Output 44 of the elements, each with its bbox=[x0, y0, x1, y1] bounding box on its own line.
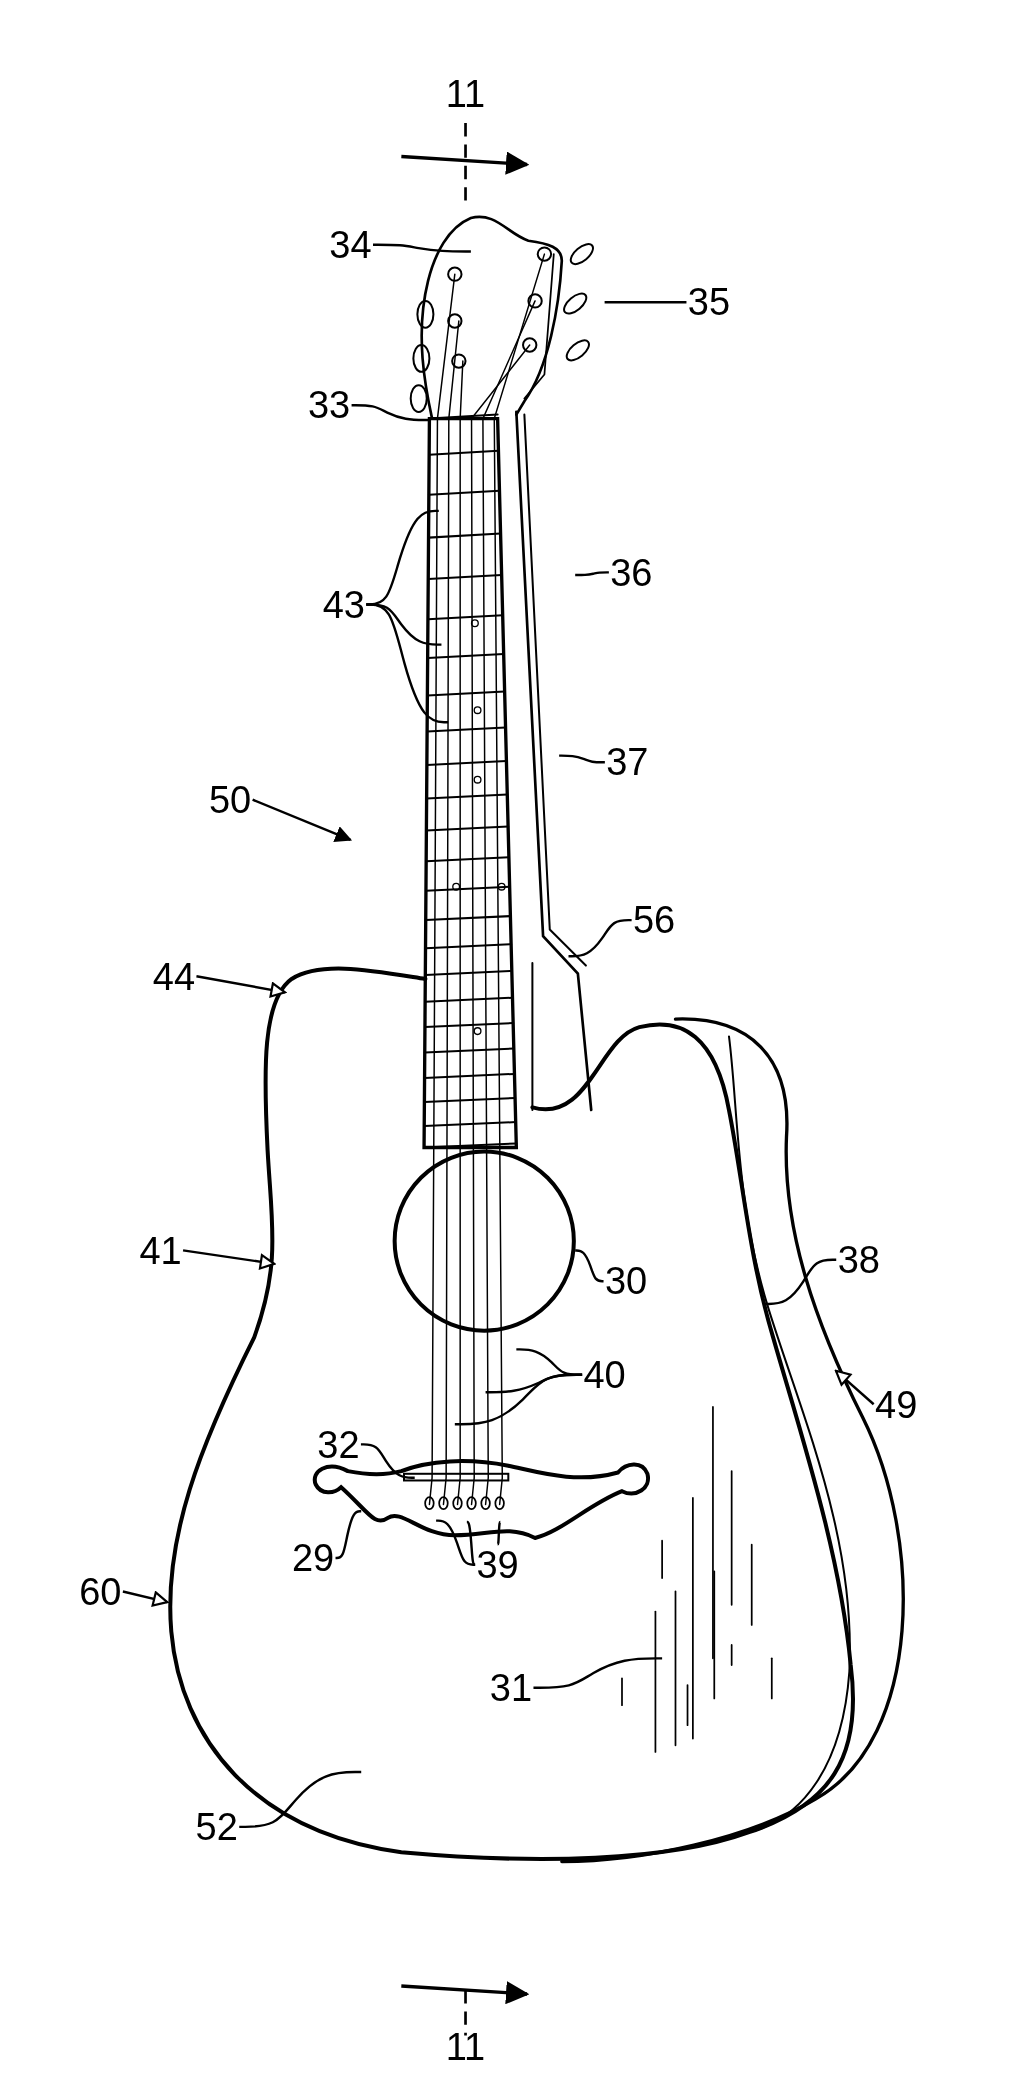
callout-number: 34 bbox=[329, 225, 372, 264]
arrow bbox=[834, 1369, 875, 1406]
leader-line bbox=[373, 243, 471, 253]
leader-line bbox=[765, 1258, 837, 1306]
leader-line bbox=[575, 1249, 604, 1283]
callout-number: 33 bbox=[307, 386, 351, 425]
leader-line bbox=[604, 301, 687, 304]
callout-number: 44 bbox=[152, 957, 196, 996]
callout-number: 49 bbox=[875, 1385, 918, 1424]
callout-number: 31 bbox=[489, 1669, 533, 1708]
callout-number: 39 bbox=[476, 1546, 519, 1585]
leader-line bbox=[454, 1373, 583, 1426]
callout-number: 29 bbox=[291, 1539, 335, 1578]
callout-number: 30 bbox=[604, 1262, 648, 1301]
callout-number: 41 bbox=[139, 1231, 182, 1270]
leader-line bbox=[466, 1520, 476, 1566]
leader-line bbox=[496, 1520, 502, 1546]
leader-line bbox=[351, 404, 429, 422]
leader-line bbox=[533, 1657, 663, 1689]
leader-line bbox=[568, 918, 632, 958]
leader-line bbox=[366, 603, 449, 724]
callout-number: 37 bbox=[606, 743, 649, 782]
leader-line bbox=[575, 571, 609, 577]
arrow bbox=[252, 798, 353, 842]
leader-line bbox=[360, 1443, 415, 1479]
leader-line bbox=[436, 1519, 476, 1566]
arrow bbox=[182, 1249, 276, 1270]
callout-number: 38 bbox=[837, 1241, 880, 1280]
callout-number: 60 bbox=[79, 1572, 122, 1611]
arrow bbox=[122, 1590, 169, 1607]
callout-number: 40 bbox=[583, 1356, 626, 1395]
arrow bbox=[196, 975, 287, 998]
callout-number: 50 bbox=[208, 780, 252, 819]
section-label: 11 bbox=[445, 2027, 486, 2066]
callout-number: 36 bbox=[610, 553, 653, 592]
callout-number: 35 bbox=[687, 283, 731, 322]
callout-number: 56 bbox=[633, 901, 676, 940]
leader-line bbox=[335, 1510, 362, 1560]
callout-number: 43 bbox=[322, 585, 365, 624]
leader-line bbox=[559, 754, 605, 764]
callout-number: 32 bbox=[317, 1425, 360, 1464]
callout-number: 52 bbox=[195, 1808, 238, 1847]
leader-line bbox=[239, 1770, 362, 1829]
section-label: 11 bbox=[445, 74, 486, 113]
